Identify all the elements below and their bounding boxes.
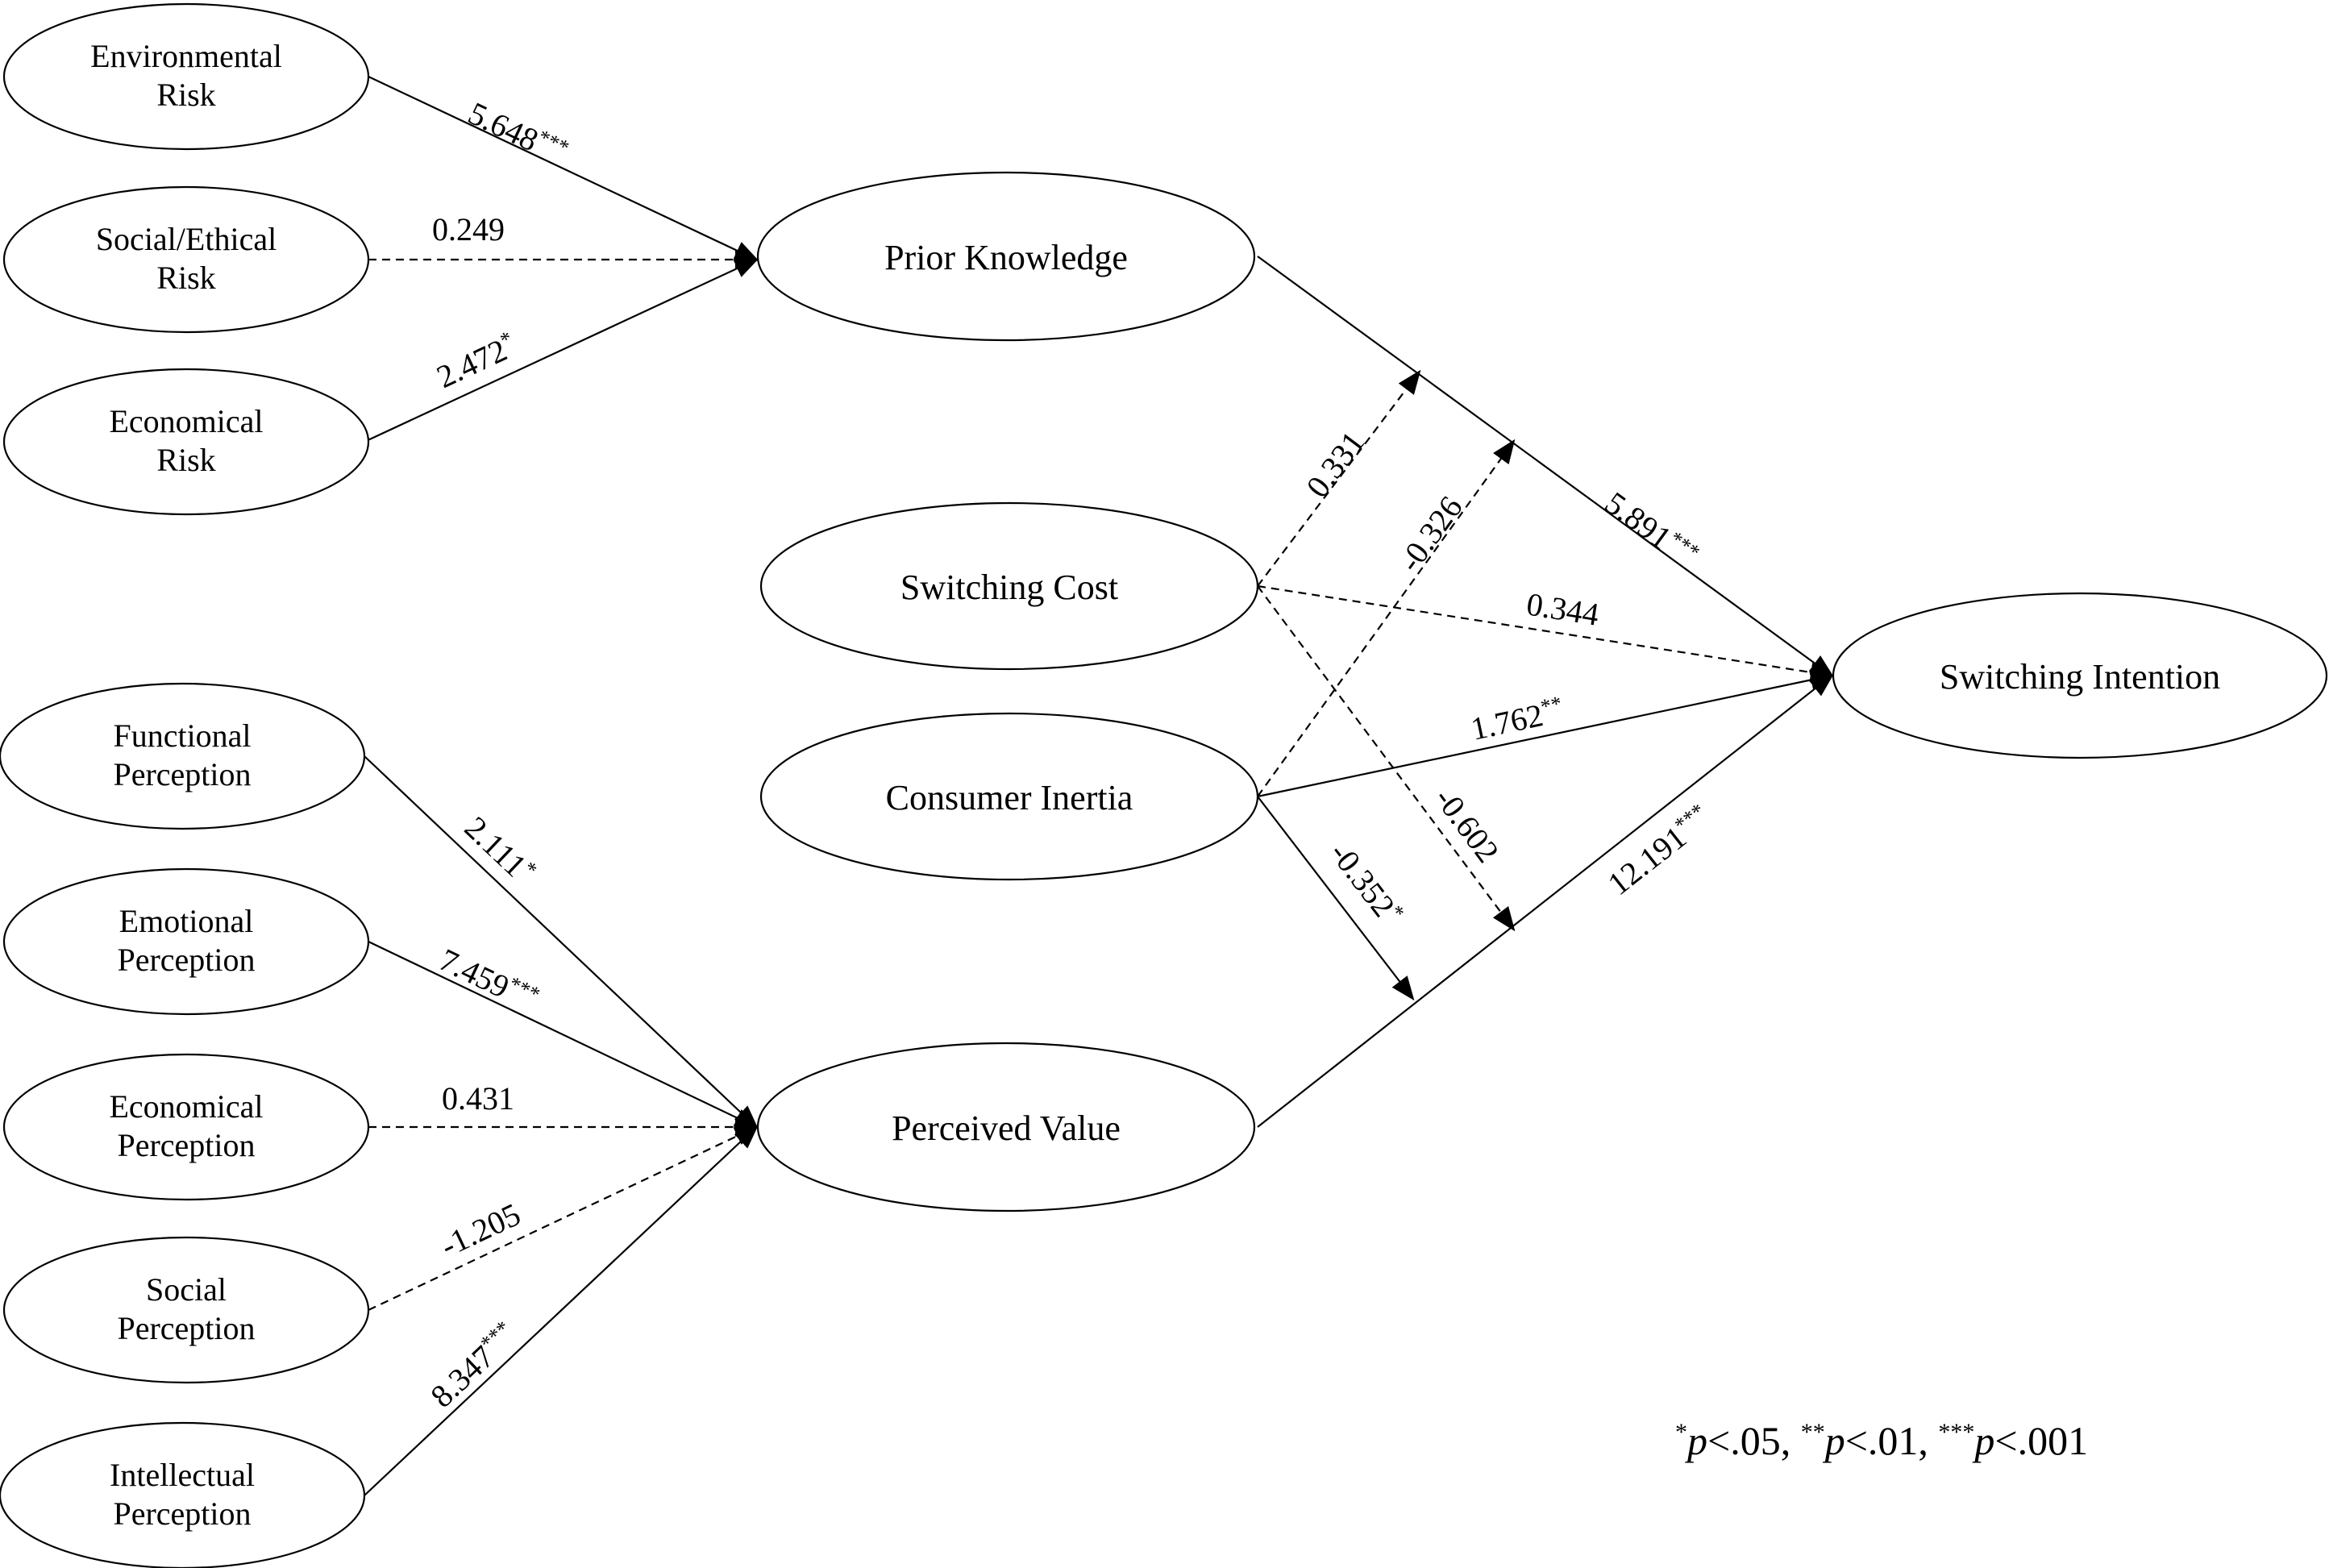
coef-emo-pv: 7.459*** [434,941,543,1019]
coef-sc-mod-pk: 0.331 [1299,424,1371,504]
node-label: Prior Knowledge [884,238,1128,277]
node-label: Perception [117,942,255,978]
path-fun-to-pv [364,755,759,1129]
node-prior-knowledge: Prior Knowledge [756,171,1256,342]
node-label: Consumer Inertia [886,778,1133,817]
path-ci-mod-pv [1257,796,1415,1001]
path-emo-to-pv [368,941,759,1129]
node-label: Perceived Value [892,1108,1121,1148]
path-sc-to-si [1257,584,1835,682]
path-env-to-pk [368,76,759,261]
node-label: Risk [156,442,215,478]
node-label: Social/Ethical [96,221,277,257]
paths [364,76,1835,1496]
coef-sc-si: 0.344 [1524,585,1602,632]
path-eco-to-pk [364,258,759,443]
coef-eco-pk: 2.472* [430,326,522,395]
coef-ci-si: 1.762** [1467,692,1566,747]
node-label: Risk [156,77,215,113]
coef-int-pv: 8.347*** [423,1316,524,1415]
coef-fun-pv: 2.111* [458,809,542,891]
node-functional-perception: Functional Perception [0,682,366,830]
path-sc-mod-pv [1257,585,1516,932]
node-label: Social [146,1271,227,1308]
coef-ci-mod-pk: -0.326 [1391,489,1470,578]
path-int-to-pv [364,1125,759,1496]
node-label: Emotional [119,903,254,939]
path-pk-to-si [1257,256,1835,678]
coef-ci-mod-pv: -0.352* [1323,834,1409,931]
node-economical-perception: Economical Perception [2,1053,370,1201]
coef-ecop-pv: 0.431 [442,1080,514,1117]
node-label: Perception [113,756,251,792]
node-switching-intention: Switching Intention [1832,592,2328,759]
coef-env-pk: 5.648*** [463,94,572,173]
coef-socp-pv: -1.205 [435,1196,526,1264]
node-label: Intellectual [110,1457,255,1493]
coef-pv-si: 12.191*** [1600,799,1718,902]
node-label: Perception [117,1310,255,1346]
node-label: Functional [113,717,251,754]
node-social-perception: Social Perception [2,1236,370,1384]
node-switching-cost: Switching Cost [759,501,1259,671]
path-socp-to-pv [368,1125,759,1311]
node-environmental-risk: Environmental Risk [2,2,370,151]
path-ci-to-si [1257,670,1835,798]
node-emotional-perception: Emotional Perception [2,867,370,1016]
node-label: Environmental [90,38,282,74]
node-label: Switching Intention [1940,657,2220,697]
node-label: Economical [109,1088,263,1125]
path-pv-to-si [1257,673,1835,1128]
coef-sc-mod-pv: -0.602 [1428,780,1507,869]
coef-soc-pk: 0.249 [432,211,505,247]
node-label: Switching Cost [900,568,1118,607]
node-intellectual-perception: Intellectual Perception [0,1421,366,1568]
significance-legend: *p<.05, **p<.01, ***p<.001 [1675,1418,2088,1463]
node-label: Perception [113,1495,251,1532]
coef-pk-si: 5.891*** [1599,484,1704,575]
node-label: Perception [117,1127,255,1163]
node-label: Risk [156,260,215,296]
node-label: Economical [109,403,263,439]
node-economical-risk: Economical Risk [2,368,370,516]
path-sc-mod-pk [1257,369,1421,587]
node-consumer-inertia: Consumer Inertia [759,712,1259,881]
node-perceived-value: Perceived Value [756,1042,1256,1212]
path-ci-mod-pk [1257,439,1516,797]
node-social-ethical-risk: Social/Ethical Risk [2,185,370,334]
